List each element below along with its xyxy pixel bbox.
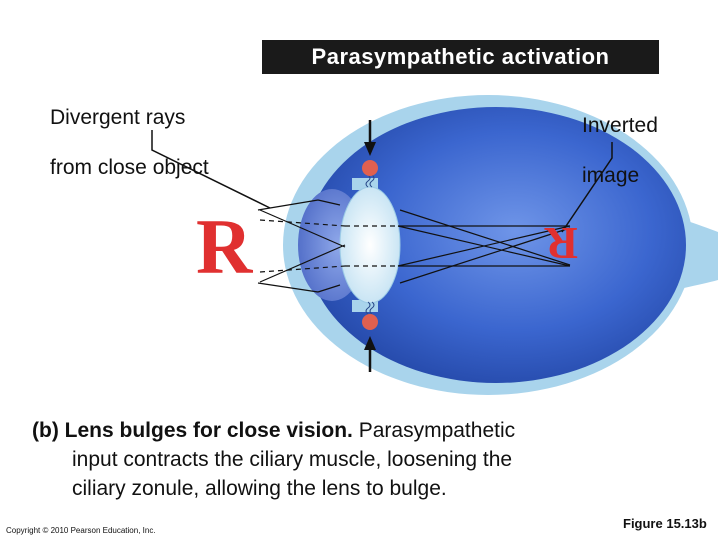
inverted-image-label: Inverted image [582, 88, 658, 213]
divergent-label-line2: from close object [50, 156, 209, 179]
copyright: Copyright © 2010 Pearson Education, Inc. [6, 526, 156, 535]
divergent-rays-label: Divergent rays from close object [50, 80, 209, 205]
lens [339, 186, 401, 304]
light-rays [257, 199, 571, 293]
arrow-down-icon [364, 120, 376, 156]
object-letter: R [196, 203, 254, 290]
header-title: Parasympathetic activation [262, 40, 659, 74]
ciliary-muscle-lower [362, 314, 378, 330]
leader-divergent [151, 130, 271, 209]
figure-number: Figure 15.13b [623, 516, 707, 531]
arrow-up-icon [364, 336, 376, 372]
image-letter: R [544, 218, 578, 269]
caption-line1: Parasympathetic [352, 419, 516, 442]
caption: (b) Lens bulges for close vision. Parasy… [32, 416, 712, 503]
caption-line2: input contracts the ciliary muscle, loos… [72, 448, 513, 471]
inverted-label-line1: Inverted [582, 114, 658, 137]
leader-inverted [561, 142, 613, 233]
caption-line3: ciliary zonule, allowing the lens to bul… [72, 477, 447, 500]
header-title-text: Parasympathetic activation [311, 44, 610, 69]
zonule-lower [365, 301, 371, 315]
ciliary-muscle-upper [362, 160, 378, 176]
zonule-upper [365, 174, 371, 188]
vitreous-globe [306, 107, 686, 383]
caption-prefix: (b) Lens bulges for close vision. [32, 419, 353, 442]
inverted-label-line2: image [582, 164, 640, 187]
divergent-label-line1: Divergent rays [50, 106, 186, 129]
